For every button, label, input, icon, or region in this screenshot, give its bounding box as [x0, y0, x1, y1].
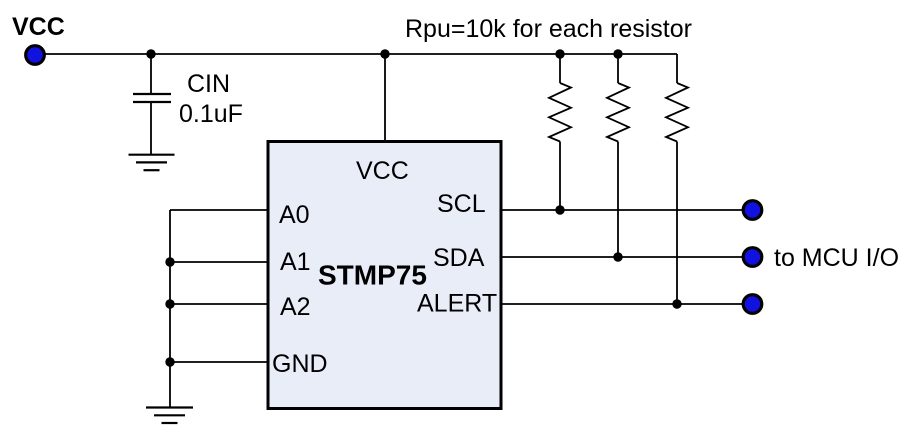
- svg-text:CIN: CIN: [187, 70, 230, 98]
- svg-text:0.1uF: 0.1uF: [179, 100, 243, 128]
- svg-text:SCL: SCL: [437, 190, 486, 218]
- svg-text:to MCU I/O: to MCU I/O: [774, 244, 899, 272]
- svg-text:A1: A1: [280, 248, 311, 276]
- svg-text:A0: A0: [279, 201, 310, 229]
- svg-text:Rpu=10k for each resistor: Rpu=10k for each resistor: [405, 15, 692, 43]
- svg-text:GND: GND: [272, 350, 328, 378]
- svg-text:STMP75: STMP75: [318, 260, 427, 291]
- svg-text:SDA: SDA: [433, 244, 485, 272]
- svg-text:A2: A2: [280, 293, 311, 321]
- svg-text:ALERT: ALERT: [417, 290, 497, 318]
- svg-text:VCC: VCC: [12, 13, 65, 41]
- svg-text:VCC: VCC: [356, 157, 409, 185]
